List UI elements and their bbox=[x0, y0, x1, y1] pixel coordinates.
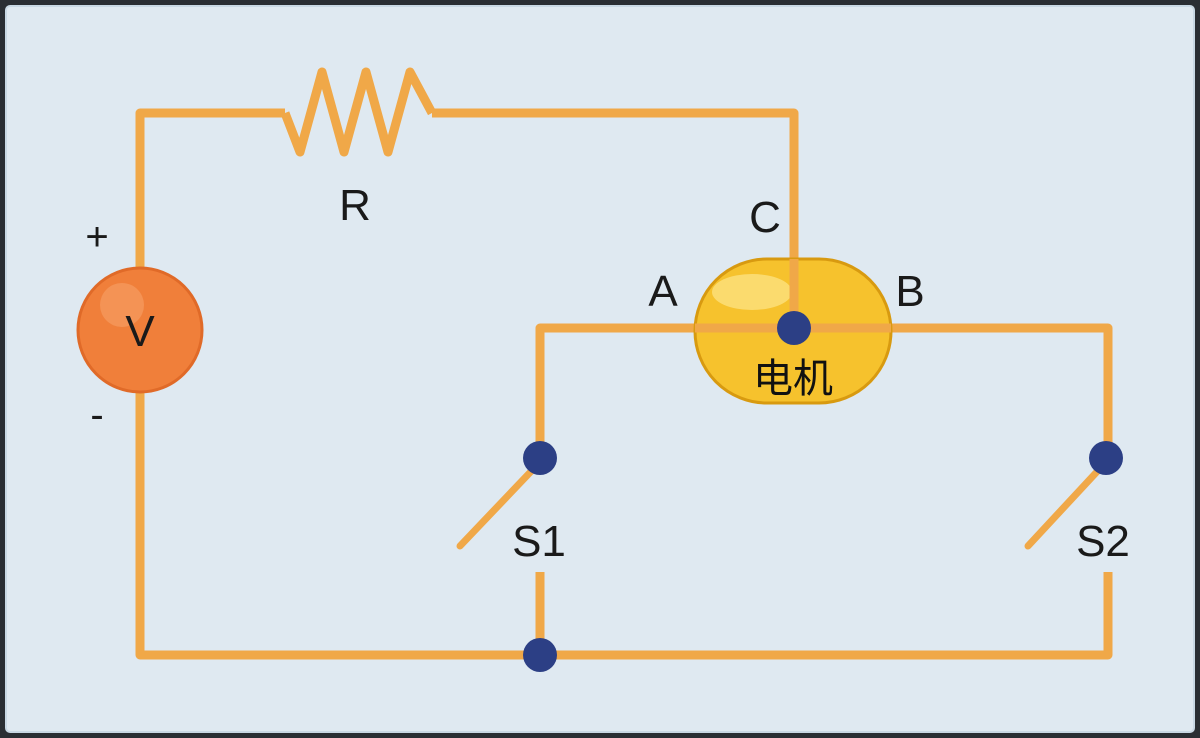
junction-node-bottom bbox=[523, 638, 557, 672]
diagram-panel bbox=[5, 5, 1195, 733]
resistor-label: R bbox=[339, 181, 371, 230]
wire-resistor-to-c bbox=[432, 108, 799, 328]
motor-highlight bbox=[712, 274, 792, 310]
wires bbox=[135, 67, 1113, 660]
junction-node-motor-center bbox=[777, 311, 811, 345]
voltage-source-icon: V bbox=[76, 266, 204, 394]
terminal-c-label: C bbox=[749, 193, 781, 242]
switch-s2-label: S2 bbox=[1076, 517, 1130, 566]
switch-open-icon bbox=[1024, 458, 1110, 550]
wire-source-top bbox=[135, 108, 285, 270]
terminal-b-label: B bbox=[895, 267, 924, 316]
voltage-source-label: V bbox=[125, 307, 155, 356]
minus-sign-label: - bbox=[90, 393, 103, 437]
resistor-zigzag-icon bbox=[280, 67, 436, 157]
junction-node-s2-top bbox=[1089, 441, 1123, 475]
plus-sign-label: + bbox=[85, 215, 108, 259]
voltage-source-highlight bbox=[100, 283, 144, 327]
motor-label: 电机 bbox=[753, 356, 833, 402]
switch-s1-label: S1 bbox=[512, 517, 566, 566]
switch-open-icon bbox=[456, 458, 544, 550]
terminal-a-label: A bbox=[648, 267, 678, 316]
junction-node-s1-top bbox=[523, 441, 557, 475]
wire-source-bottom bbox=[135, 392, 1113, 660]
wire-b-branch bbox=[794, 323, 1113, 458]
junction-nodes bbox=[523, 311, 1123, 672]
